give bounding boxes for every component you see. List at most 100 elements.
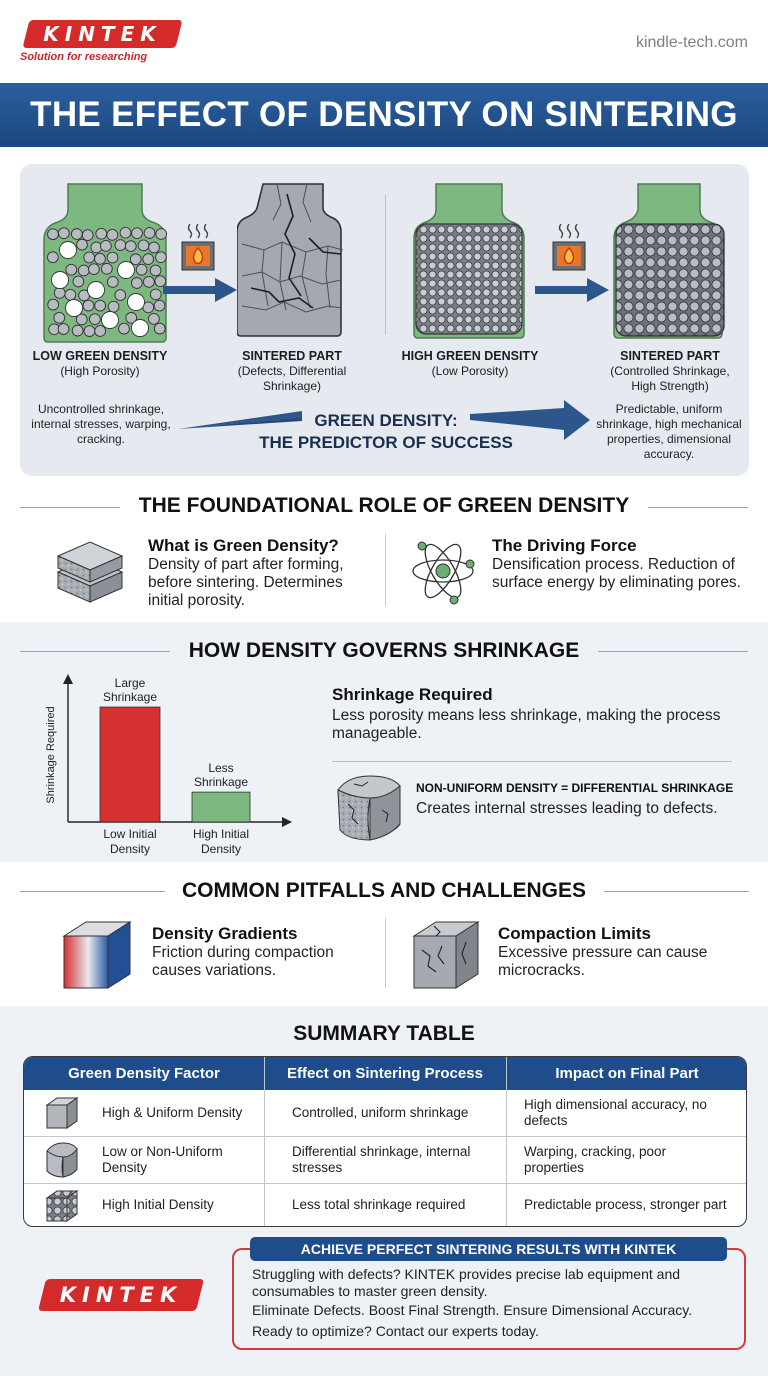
powder-particle	[143, 275, 155, 288]
shrinkage-required-block: Shrinkage Required Less porosity means l…	[332, 685, 732, 743]
kintek-logo[interactable]: KINTEK	[22, 20, 183, 48]
powder-particle	[124, 240, 137, 253]
table-header-cell: Impact on Final Part	[555, 1065, 699, 1082]
pore	[117, 261, 135, 279]
density-gradient-cube-icon	[62, 921, 132, 989]
powder-particle	[57, 323, 70, 335]
caption-title: SINTERED PART	[620, 349, 720, 363]
caption-subtitle: (Controlled Shrinkage, High Strength)	[610, 364, 730, 393]
section-rule	[20, 651, 170, 652]
pore	[101, 311, 119, 329]
low-density-outcome-note: Uncontrolled shrinkage, internal stresse…	[31, 402, 171, 446]
table-cell-impact: High dimensional accuracy, no defects	[524, 1097, 707, 1128]
feature-divider	[385, 918, 386, 988]
table-cell-effect: Controlled, uniform shrinkage	[292, 1105, 469, 1120]
predictor-line-1: GREEN DENSITY:	[314, 411, 458, 430]
section-rule	[20, 507, 120, 508]
powder-particle	[148, 241, 160, 254]
row-divider	[24, 1183, 746, 1184]
summary-table: Green Density Factor Effect on Sintering…	[23, 1056, 747, 1227]
cracked-sintered-part-illustration	[237, 183, 344, 337]
powder-particle	[72, 275, 85, 288]
powder-particle	[47, 228, 59, 241]
cta-line-2: Eliminate Defects. Boost Final Strength.…	[252, 1302, 693, 1318]
table-cell-factor: Low or Non-Uniform Density	[102, 1144, 223, 1175]
predictor-line-2: THE PREDICTOR OF SUCCESS	[259, 433, 513, 452]
feature-text: Densification process. Reduction of surf…	[492, 556, 741, 591]
website-link[interactable]: kindle-tech.com	[635, 34, 748, 51]
powder-particle	[64, 288, 77, 301]
caption-title: HIGH GREEN DENSITY	[401, 349, 539, 363]
powder-particle	[125, 312, 138, 324]
bar-high-density	[191, 791, 251, 823]
powder-particle	[142, 253, 155, 266]
warped-cube-icon	[46, 1142, 78, 1178]
powder-particle	[114, 289, 127, 301]
section-title-summary: SUMMARY TABLE	[293, 1022, 475, 1045]
powder-particle	[149, 264, 162, 277]
high-green-density-caption: HIGH GREEN DENSITY (Low Porosity)	[390, 349, 550, 379]
hero-divider	[385, 195, 386, 335]
caption-title: LOW GREEN DENSITY	[32, 349, 168, 363]
caption-subtitle: (Low Porosity)	[431, 364, 509, 378]
powder-particle	[75, 313, 88, 326]
powder-particle	[118, 322, 130, 335]
section-title-pitfalls: COMMON PITFALLS AND CHALLENGES	[181, 879, 587, 902]
table-cell-effect: Differential shrinkage, internal stresse…	[292, 1144, 471, 1175]
powder-particle	[155, 251, 167, 264]
section-rule	[598, 651, 748, 652]
bar-low-density	[99, 706, 161, 823]
powder-particle	[83, 251, 95, 264]
powder-particle	[106, 228, 119, 241]
table-header-cell: Effect on Sintering Process	[287, 1065, 483, 1082]
feature-text: Less porosity means less shrinkage, maki…	[332, 707, 721, 742]
green-compact-icon	[56, 541, 124, 603]
powder-particle	[129, 253, 142, 266]
powder-particle	[94, 252, 106, 265]
page-title: THE EFFECT OF DENSITY ON SINTERING	[30, 95, 738, 134]
bar-data-label: Shrinkage	[103, 690, 157, 704]
chart-y-axis-label: Shrinkage Required	[45, 706, 57, 803]
feature-heading: Shrinkage Required	[332, 685, 493, 704]
pore	[51, 271, 69, 289]
bar-data-label: Large	[115, 676, 146, 690]
caption-title: SINTERED PART	[242, 349, 342, 363]
powder-particle	[131, 227, 143, 240]
powder-particle	[107, 300, 120, 313]
x-tick-label: Density	[201, 842, 241, 856]
column-divider	[264, 1057, 265, 1226]
nonuniform-text: Creates internal stresses leading to def…	[416, 800, 718, 817]
powder-particle	[143, 227, 156, 239]
wedge-arrow-left	[178, 411, 302, 429]
section-rule	[604, 891, 749, 892]
kintek-logo-footer[interactable]: KINTEK	[38, 1279, 204, 1311]
high-density-outcome-note: Predictable, uniform shrinkage, high mec…	[596, 402, 742, 461]
powder-particle	[153, 322, 166, 335]
nonuniform-heading: NON-UNIFORM DENSITY = DIFFERENTIAL SHRIN…	[416, 781, 734, 795]
compaction-limits-block: Compaction Limits Excessive pressure can…	[498, 924, 748, 980]
powder-particle	[130, 277, 143, 289]
feature-heading: Density Gradients	[152, 924, 298, 943]
powder-particle	[71, 324, 84, 337]
bar-data-label: Less	[208, 761, 233, 775]
powder-particle	[95, 227, 108, 240]
caption-subtitle: (High Porosity)	[60, 364, 140, 378]
dense-cube-icon	[45, 1190, 79, 1222]
powder-particle	[153, 299, 166, 312]
cta-heading[interactable]: ACHIEVE PERFECT SINTERING RESULTS WITH K…	[250, 1237, 727, 1261]
powder-particle	[70, 228, 83, 240]
powder-particle	[57, 227, 70, 240]
powder-particle	[88, 263, 100, 276]
feature-divider	[385, 534, 386, 606]
density-gradients-block: Density Gradients Friction during compac…	[152, 924, 382, 980]
pore	[65, 299, 83, 317]
green-density-predictor-label: GREEN DENSITY: THE PREDICTOR OF SUCCESS	[236, 410, 536, 454]
cta-line-3[interactable]: Ready to optimize? Contact our experts t…	[252, 1323, 539, 1339]
driving-force-block: The Driving Force Densification process.…	[492, 536, 742, 592]
powder-particle	[76, 238, 88, 251]
feature-heading: The Driving Force	[492, 536, 637, 555]
feature-text: Density of part after forming, before si…	[148, 556, 344, 609]
low-green-density-caption: LOW GREEN DENSITY (High Porosity)	[20, 349, 180, 379]
heat-furnace-icon	[552, 223, 586, 271]
